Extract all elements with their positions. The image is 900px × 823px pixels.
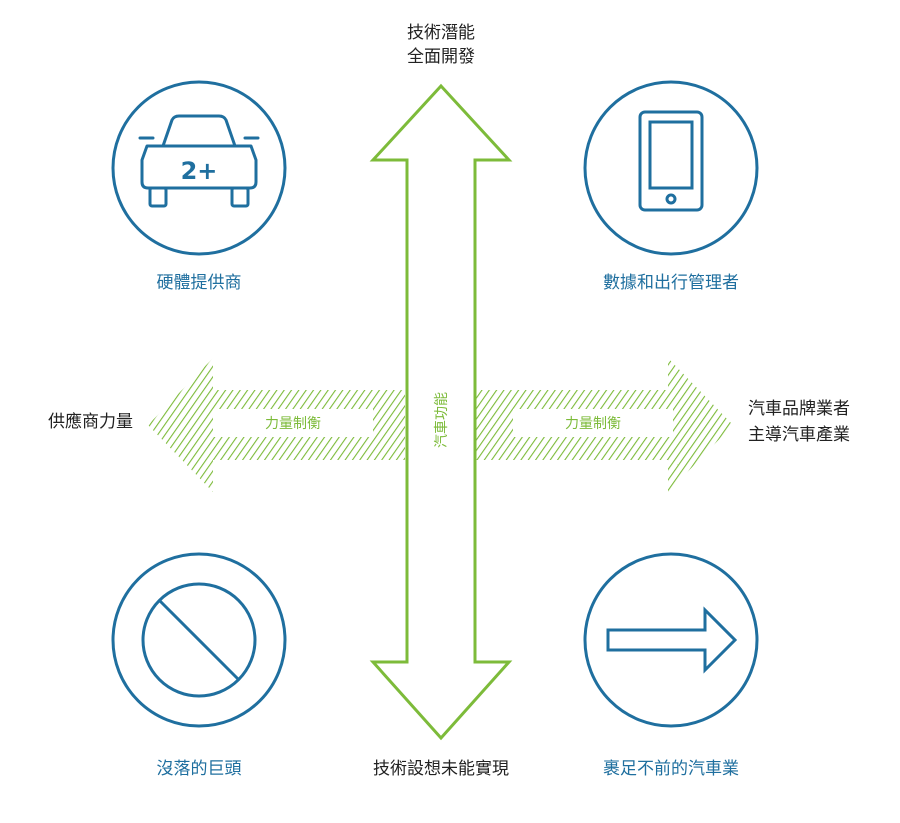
- smartphone-icon: [638, 110, 704, 212]
- quadrant-top-right-label: 數據和出行管理者: [603, 273, 739, 293]
- right-label-line1: 汽車品牌業者: [748, 399, 850, 419]
- left-arrow-label-box: [213, 409, 373, 437]
- left-arrow-label: 力量制衡: [265, 416, 321, 432]
- quadrant-bottom-right: 裹足不前的汽車業: [583, 552, 759, 779]
- right-arrow-label: 力量制衡: [565, 416, 621, 432]
- prohibited-icon: [141, 582, 257, 698]
- vertical-axis: 汽車功能: [369, 83, 513, 741]
- quadrant-bottom-right-label: 裹足不前的汽車業: [603, 759, 739, 779]
- right-label-line2: 主導汽車產業: [748, 425, 850, 445]
- vertical-double-arrow: [369, 83, 513, 741]
- vertical-axis-label: 汽車功能: [433, 392, 450, 448]
- quadrant-bottom-left: 沒落的巨頭: [111, 552, 287, 779]
- prohibited-icon-circle: [111, 552, 287, 728]
- car-icon-text: 2+: [181, 157, 218, 185]
- quadrant-top-right: 數據和出行管理者: [583, 80, 759, 293]
- top-label-line1: 技術潛能: [407, 23, 475, 43]
- bottom-label: 技術設想未能實現: [373, 759, 509, 779]
- quadrant-top-left: 2+ 硬體提供商: [111, 80, 287, 293]
- car-icon: [138, 114, 260, 208]
- top-label-line2: 全面開發: [407, 47, 475, 67]
- left-label: 供應商力量: [48, 411, 133, 432]
- quadrant-top-left-label: 硬體提供商: [157, 273, 242, 293]
- right-arrow-icon: [606, 606, 738, 674]
- smartphone-icon-circle: [583, 80, 759, 256]
- horizontal-axis: 力量制衡 力量制衡: [148, 358, 733, 492]
- right-arrow-icon-circle: [583, 552, 759, 728]
- car-icon-circle: [111, 80, 287, 256]
- right-arrow-label-box: [513, 409, 673, 437]
- quadrant-bottom-left-label: 沒落的巨頭: [157, 759, 242, 779]
